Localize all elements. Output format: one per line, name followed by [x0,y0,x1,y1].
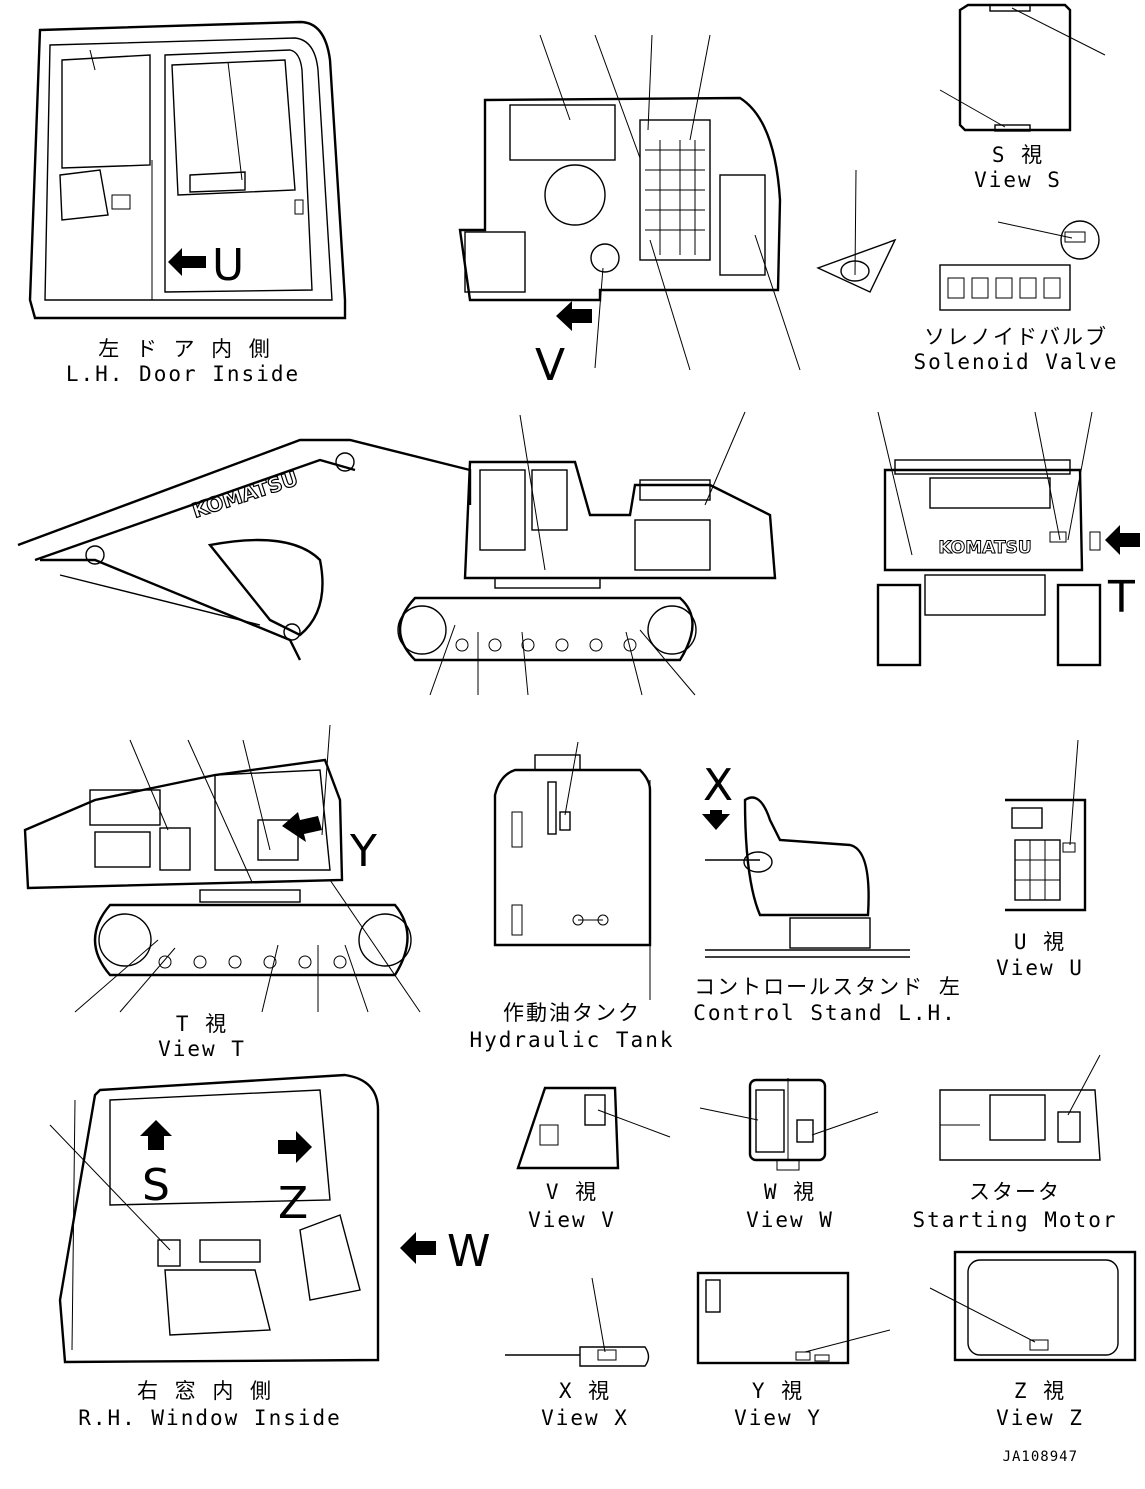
letter-z: Z [278,1178,308,1229]
hyd-tank-label-en: Hydraulic Tank [469,1028,674,1052]
lh-door-inside-drawing [28,20,347,320]
view-z-label-en: View Z [996,1406,1084,1430]
excavator-side-drawing [17,411,777,696]
hyd-tank-label-jp: 作動油タンク [503,1001,641,1025]
lh-door-label-en: L.H. Door Inside [66,362,300,386]
view-v-drawing [516,1086,671,1170]
ctrl-stand-label-jp: コントロールスタンド 左 [694,975,962,999]
view-v-label-en: View V [528,1208,616,1232]
hydraulic-tank-drawing [493,741,652,1000]
arrow-s [140,1120,172,1150]
view-z-drawing [929,1250,1137,1362]
letter-y: Y [349,826,377,877]
view-u-drawing [1005,739,1087,912]
view-x-label-jp: X 視 [559,1379,611,1403]
arrow-y [282,812,322,842]
view-t-label-jp: T 視 [176,1012,228,1036]
view-w-drawing [699,1078,879,1171]
view-v-label-jp: V 視 [546,1180,598,1204]
rh-window-label-jp: 右 窓 内 側 [137,1379,273,1403]
view-u-label-en: View U [996,956,1084,980]
arrow-z [278,1131,312,1163]
view-y-drawing [696,1271,891,1365]
view-y-label-jp: Y 視 [752,1379,804,1403]
view-s-label-en: View S [974,168,1062,192]
solenoid-valve-drawing [939,220,1100,311]
view-z-label-jp: Z 視 [1014,1379,1066,1403]
view-y-label-en: View Y [734,1406,822,1430]
letter-u: U [212,240,244,291]
drawing-code: JA108947 [1003,1449,1078,1465]
view-x-label-en: View X [541,1406,629,1430]
starting-motor-drawing [939,1054,1101,1161]
ctrl-stand-label-en: Control Stand L.H. [693,1001,957,1025]
letter-t: T [1107,572,1135,623]
arrow-t [1105,525,1140,555]
letter-x: X [703,760,733,811]
arrow-u [168,248,206,276]
view-t-drawing [23,724,421,1013]
control-stand-drawing [705,796,910,958]
view-u-label-jp: U 視 [1014,930,1066,954]
starter-label-en: Starting Motor [912,1208,1117,1232]
tag-piece-drawing [816,169,897,293]
view-w-label-en: View W [746,1208,834,1232]
solenoid-label-en: Solenoid Valve [913,350,1118,374]
letter-v: V [535,340,565,391]
rear-view-drawing [876,411,1102,667]
arrow-w [400,1232,436,1264]
top-view-drawing [458,34,801,371]
view-s-drawing [939,3,1106,132]
view-x-drawing [505,1277,650,1367]
lh-door-label-jp: 左 ド ア 内 側 [98,337,272,361]
brand-rear-text: KOMATSU [938,538,1031,558]
solenoid-label-jp: ソレノイドバルブ [924,325,1108,349]
arrow-v [556,301,592,331]
view-t-label-en: View T [158,1037,246,1061]
view-s-label-jp: S 視 [992,143,1044,167]
rh-window-inside-drawing [49,1073,380,1364]
starter-label-jp: スタータ [969,1180,1061,1204]
letter-s: S [142,1160,170,1211]
view-w-label-jp: W 視 [764,1180,816,1204]
letter-w: W [447,1226,491,1277]
rh-window-label-en: R.H. Window Inside [78,1406,342,1430]
arrow-x [702,810,730,830]
